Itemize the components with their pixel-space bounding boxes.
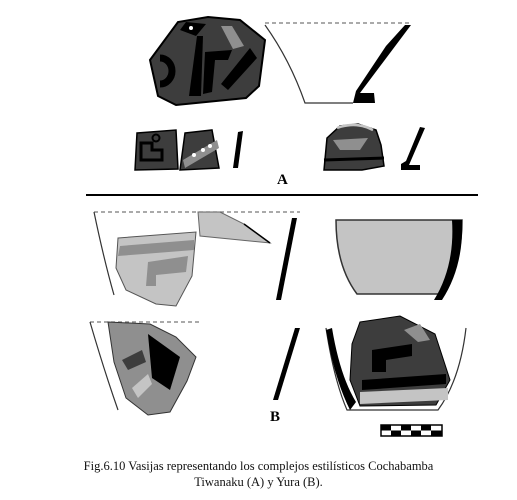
figure-caption: Fig.6.10 Vasijas representando los compl… <box>0 458 517 490</box>
bowl-b3 <box>335 219 463 300</box>
rim-profile-a6 <box>401 127 425 170</box>
rim-profile-b2 <box>276 218 297 300</box>
sherd-b4 <box>89 321 200 416</box>
rim-profile-b5 <box>273 328 300 400</box>
sherd-a2 <box>134 129 179 171</box>
sherd-a3 <box>179 129 220 171</box>
section-label-b: B <box>270 409 281 425</box>
section-label-a: A <box>277 172 288 188</box>
sherd-a1 <box>148 15 267 107</box>
caption-line-2: Tiwanaku (A) y Yura (B). <box>194 475 323 489</box>
sherd-b1 <box>93 211 300 307</box>
vessel-b6 <box>325 315 467 411</box>
rim-profile-a4 <box>233 131 243 168</box>
vessel-a-profile <box>264 22 411 104</box>
caption-line-1: Fig.6.10 Vasijas representando los compl… <box>83 459 434 473</box>
sherd-a5 <box>323 123 385 171</box>
scale-bar <box>380 424 443 437</box>
